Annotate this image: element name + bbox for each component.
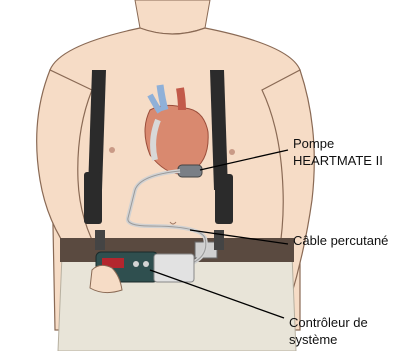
controller-label: Contrôleur de système [289, 314, 368, 348]
cable-label-line1: Câble percutané [293, 233, 388, 248]
pump-label-line2: HEARTMATE II [293, 152, 383, 169]
pump-label: Pompe HEARTMATE II [293, 135, 383, 169]
controller-label-line2: système [289, 331, 368, 348]
cable-label: Câble percutané [293, 232, 388, 249]
controller-label-line1: Contrôleur de [289, 315, 368, 330]
pump-label-line1: Pompe [293, 136, 334, 151]
